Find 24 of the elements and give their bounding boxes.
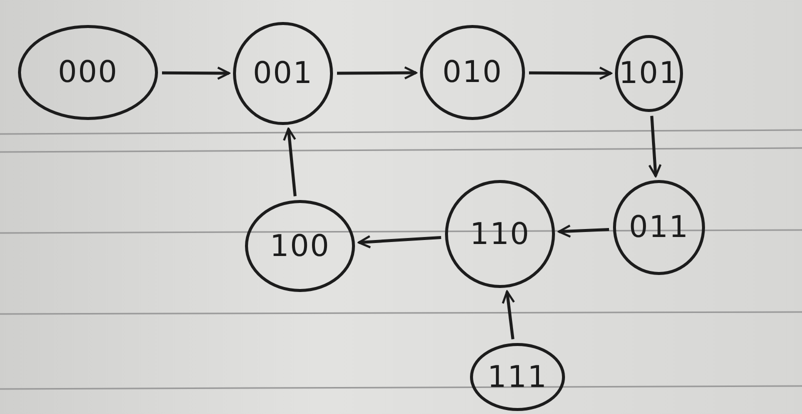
arrow [648, 116, 662, 178]
state-label: 001 [252, 56, 314, 91]
state-label: 000 [58, 55, 118, 90]
arrow [336, 66, 418, 80]
arrow [358, 235, 442, 248]
state-circle [18, 25, 158, 120]
arrow [528, 66, 612, 80]
state-label: 011 [628, 210, 690, 245]
state-label: 101 [618, 56, 680, 91]
state-label: 111 [487, 360, 548, 394]
arrow [502, 290, 516, 340]
state-circle [233, 22, 333, 125]
state-circle [470, 343, 565, 411]
state-label: 100 [270, 228, 330, 264]
arrow [558, 224, 610, 238]
state-circle [615, 35, 683, 112]
arrow [162, 66, 230, 80]
state-circle [445, 180, 555, 288]
state-label: 010 [442, 55, 503, 90]
state-circle [420, 25, 525, 120]
state-circle [245, 200, 355, 292]
arrow [282, 128, 297, 196]
state-label: 110 [470, 216, 530, 252]
state-circle [613, 180, 705, 275]
